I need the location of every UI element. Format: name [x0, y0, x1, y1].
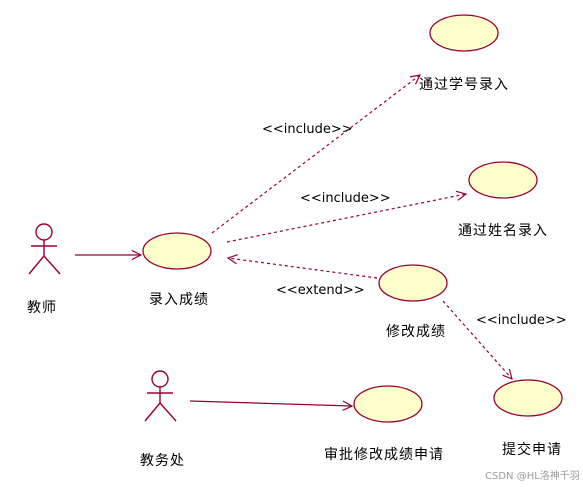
actor-right-leg	[43, 255, 61, 275]
watermark: CSDN @HL洛神千羽	[485, 469, 580, 482]
actor-office[interactable]	[144, 370, 177, 422]
use-case-modify-grade[interactable]	[378, 264, 448, 302]
actor-teacher[interactable]	[28, 223, 61, 275]
actor-office-label: 教务处	[140, 453, 185, 469]
association-office-approve	[189, 400, 352, 406]
use-case-enter-grade-label: 录入成绩	[149, 292, 209, 308]
use-case-by-student-id-label: 通过学号录入	[419, 77, 509, 93]
actor-teacher-label: 教师	[27, 300, 57, 316]
stereotype-include-2: <<include>>	[300, 191, 391, 206]
stereotype-include-1: <<include>>	[262, 122, 353, 137]
use-case-by-student-id[interactable]	[429, 14, 499, 52]
actor-head	[35, 223, 53, 241]
stereotype-include-3: <<include>>	[476, 313, 567, 328]
actor-left-leg	[144, 402, 161, 422]
use-case-enter-grade[interactable]	[142, 232, 212, 270]
include-by-student-id	[211, 75, 420, 234]
use-case-modify-grade-label: 修改成绩	[386, 324, 446, 340]
actor-left-leg	[28, 255, 45, 275]
include-by-name	[226, 194, 466, 243]
use-case-submit-request[interactable]	[493, 379, 563, 417]
actor-right-leg	[159, 402, 177, 422]
use-case-submit-request-label: 提交申请	[502, 441, 562, 458]
stereotype-extend: <<extend>>	[276, 283, 365, 298]
extend-modify-grade	[228, 258, 378, 279]
use-case-approve-modification[interactable]	[353, 385, 423, 423]
use-case-by-name-label: 通过姓名录入	[458, 223, 548, 239]
include-submit-request	[442, 300, 512, 379]
use-case-by-name[interactable]	[468, 161, 538, 199]
use-case-approve-modification-label: 审批修改成绩申请	[324, 447, 444, 463]
actor-head	[151, 370, 169, 388]
